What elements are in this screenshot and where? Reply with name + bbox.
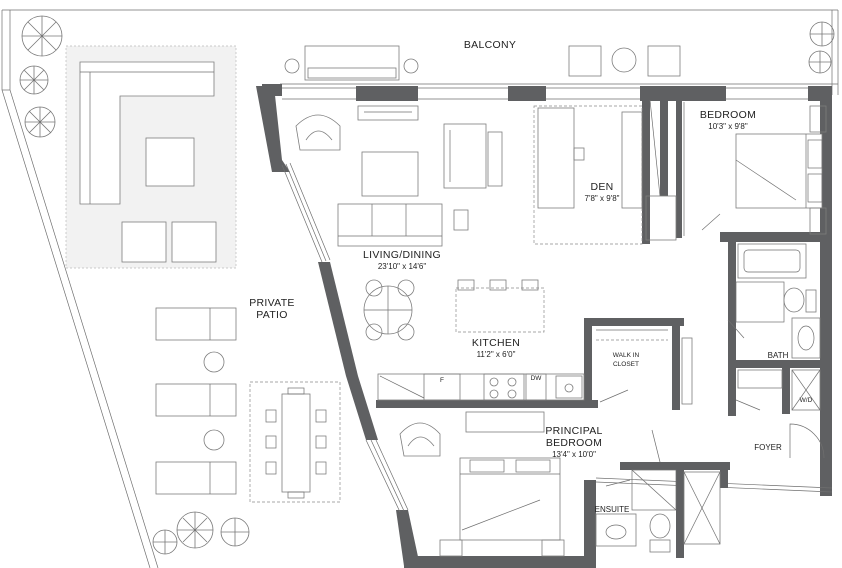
private-patio-label-2: PATIO: [256, 309, 287, 321]
den-furniture: [533, 105, 677, 245]
trees: [19, 15, 835, 555]
walk-in-closet-label-1: WALK IN: [613, 352, 640, 359]
balcony-furniture: [284, 45, 681, 81]
principal-bedroom-size: 13'4" x 10'0": [552, 450, 596, 459]
foyer-label: FOYER: [754, 443, 782, 452]
bath-label: BATH: [768, 351, 789, 360]
washer-dryer-label: W/D: [800, 397, 813, 404]
ensuite-fixtures: [595, 469, 721, 553]
den-size: 7'8" x 9'8": [585, 194, 620, 203]
closet-fixtures: [596, 329, 668, 341]
doors: [599, 213, 825, 487]
principal-bedroom-label-2: BEDROOM: [546, 437, 602, 449]
living-dining-size: 23'10" x 14'6": [378, 262, 426, 271]
patio-lounge: [65, 45, 237, 269]
balcony-label: BALCONY: [464, 39, 516, 51]
kitchen-size: 11'2" x 6'0": [477, 350, 516, 359]
bedroom-label: BEDROOM: [700, 109, 756, 121]
living-furniture: [295, 105, 503, 341]
principal-bedroom-label-1: PRINCIPAL: [545, 425, 602, 437]
ensuite-label: ENSUITE: [595, 505, 630, 514]
dishwasher-label: DW: [531, 375, 543, 382]
terrace-outline: [1, 9, 839, 568]
bedroom-size: 10'3" x 9'8": [708, 122, 748, 131]
walk-in-closet-label-2: CLOSET: [613, 361, 639, 368]
kitchen-label: KITCHEN: [472, 337, 520, 349]
living-dining-label: LIVING/DINING: [363, 249, 441, 261]
principal-furniture: [399, 337, 693, 557]
laundry-fixtures: [737, 369, 821, 411]
bath-fixtures: [735, 243, 821, 359]
fridge-label: F: [440, 377, 444, 384]
patio-furniture: [155, 307, 341, 503]
kitchen-fixtures: [377, 279, 585, 401]
private-patio-label-1: PRIVATE: [249, 297, 294, 309]
den-label: DEN: [590, 181, 613, 193]
bedroom-furniture: [683, 102, 827, 236]
interior-walls: [376, 96, 824, 558]
